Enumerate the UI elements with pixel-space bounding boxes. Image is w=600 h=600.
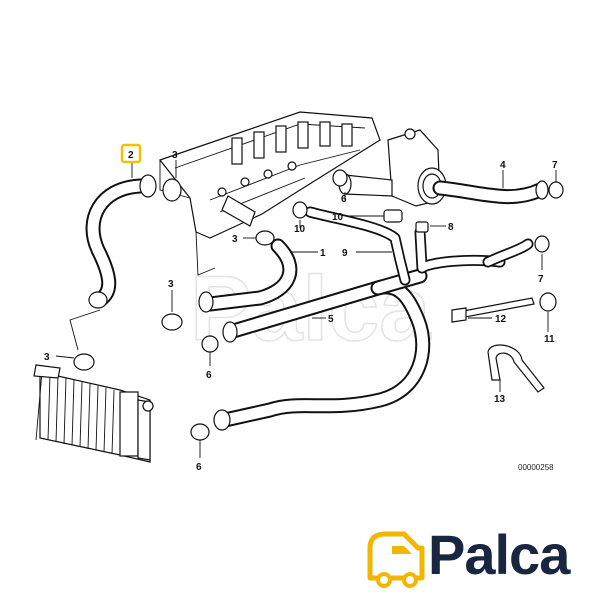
drawing-reference-number: 00000258 (518, 463, 554, 472)
hose-1 (198, 238, 298, 313)
palca-logo-icon (367, 531, 425, 588)
callout-6c: 6 (196, 462, 202, 473)
callout-3b: 3 (232, 234, 238, 245)
callout-4: 4 (500, 160, 506, 171)
radiator (33, 364, 154, 463)
callout-3a: 3 (172, 150, 178, 161)
cable-tie-12 (451, 297, 535, 323)
engine-cylinder-head (159, 111, 381, 276)
callout-3c: 3 (168, 279, 174, 290)
callout-labels: 2 3 3 1 3 3 4 7 6 10 10 8 9 5 7 12 11 13… (44, 150, 558, 473)
callout-9: 9 (342, 248, 348, 259)
hose-2 (85, 174, 157, 309)
callout-1: 1 (320, 248, 326, 259)
callout-6a: 6 (341, 194, 347, 205)
callout-12: 12 (495, 314, 507, 325)
callout-7a: 7 (552, 160, 558, 171)
hose-4 (432, 180, 549, 205)
callout-2: 2 (128, 150, 134, 161)
leader-lines (55, 160, 557, 458)
highlight-box-part-2 (120, 143, 142, 164)
callout-7b: 7 (538, 274, 544, 285)
callout-13: 13 (494, 394, 506, 405)
callout-5: 5 (328, 314, 334, 325)
callout-6b: 6 (206, 370, 212, 381)
hose-5 (213, 268, 431, 431)
callout-10a: 10 (294, 224, 306, 235)
hose-clamps (73, 169, 564, 441)
palca-logo-text: Palca (428, 523, 570, 586)
callout-10b: 10 (332, 212, 344, 223)
hose-7-lower (482, 238, 534, 268)
throttle-body (338, 128, 447, 207)
callout-11: 11 (544, 334, 555, 345)
callout-8: 8 (448, 222, 454, 233)
callout-3d: 3 (44, 352, 50, 363)
strap-13 (487, 344, 545, 393)
